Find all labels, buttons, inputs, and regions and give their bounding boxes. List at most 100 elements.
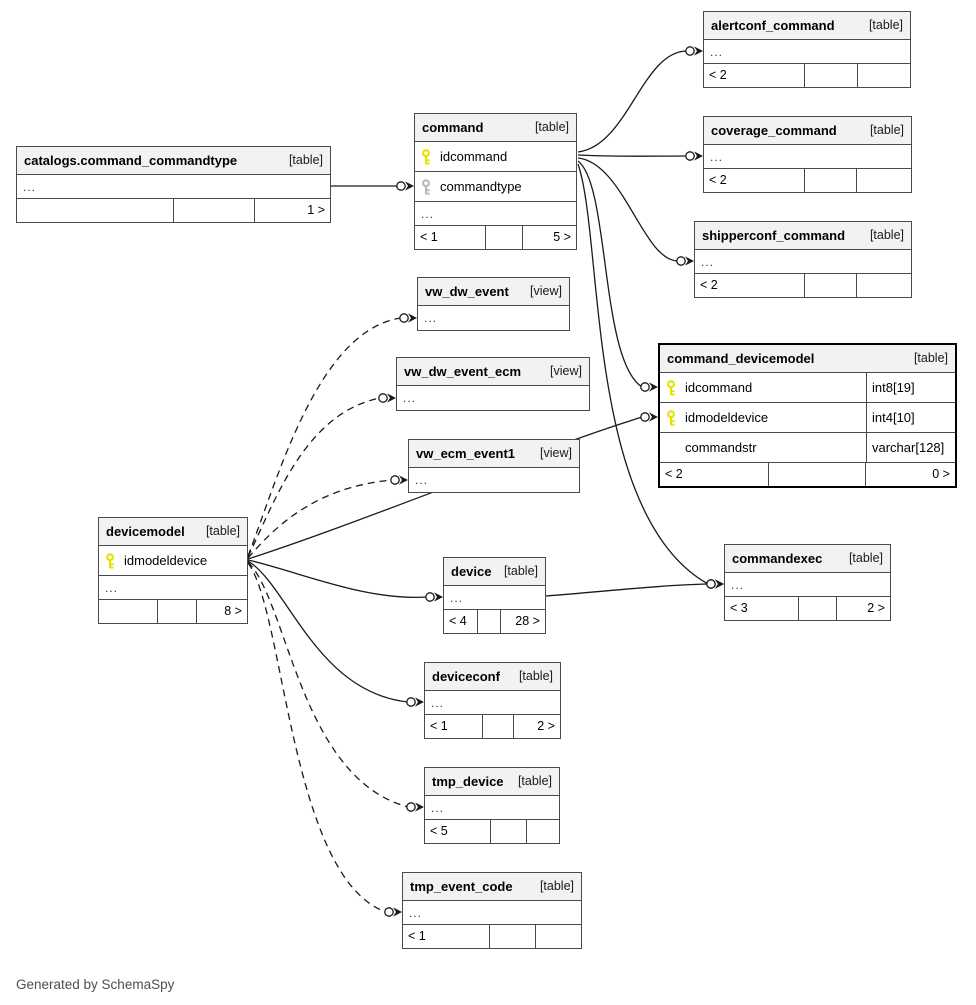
more-columns-ellipsis: ... xyxy=(704,145,911,169)
table-header: tmp_event_code[table] xyxy=(403,873,581,901)
table-node-vw_dw_event_ecm[interactable]: vw_dw_event_ecm[view]... xyxy=(396,357,590,411)
footer-cell: 2 > xyxy=(537,719,555,734)
table-header: command_devicemodel[table] xyxy=(660,345,955,373)
more-columns-ellipsis: ... xyxy=(704,40,910,64)
arrowhead-icon xyxy=(399,475,408,485)
table-header: vw_dw_event_ecm[view] xyxy=(397,358,589,386)
footer-cell xyxy=(805,64,859,87)
table-node-devicemodel[interactable]: devicemodel[table]idmodeldevice...8 > xyxy=(98,517,248,624)
cardinality-circle xyxy=(406,697,416,707)
more-columns-ellipsis: ... xyxy=(17,175,330,199)
footer-cell: 2 > xyxy=(867,601,885,616)
footer-cell: < 1 xyxy=(415,226,486,249)
table-footer: < 2 xyxy=(704,169,911,192)
table-footer: < 2 xyxy=(704,64,910,87)
table-name: tmp_event_code xyxy=(410,879,513,894)
footer-cell xyxy=(478,610,501,633)
arrowhead-icon xyxy=(393,907,402,917)
edge-command-to-shipperconf_command xyxy=(577,157,694,266)
primary-key-icon xyxy=(666,379,676,396)
table-footer: < 2 xyxy=(695,274,911,297)
table-node-vw_ecm_event1[interactable]: vw_ecm_event1[view]... xyxy=(408,439,580,493)
footer-cell: < 2 xyxy=(704,169,806,192)
relationship-line xyxy=(247,560,409,703)
column-name: commandstr xyxy=(685,440,757,455)
edge-command-to-command_devicemodel xyxy=(577,160,658,392)
edge-catalogs_command_commandtype-to-command xyxy=(331,181,414,191)
footer-cell xyxy=(17,199,174,222)
table-footer: 8 > xyxy=(99,600,247,623)
footer-cell xyxy=(769,463,867,486)
table-kind-badge: [view] xyxy=(550,364,582,379)
cardinality-circle xyxy=(685,46,695,56)
footer-cell: 1 > xyxy=(307,203,325,218)
table-kind-badge: [table] xyxy=(288,153,323,168)
table-kind-badge: [table] xyxy=(869,228,904,243)
more-columns-ellipsis: ... xyxy=(403,901,581,925)
edge-command-to-alertconf_command xyxy=(577,46,703,153)
arrowhead-icon xyxy=(387,393,396,403)
footer-cell xyxy=(858,64,910,87)
table-name: device xyxy=(451,564,492,579)
table-header: vw_dw_event[view] xyxy=(418,278,569,306)
relationship-line xyxy=(577,163,709,585)
footer-cell: 28 > xyxy=(515,614,540,629)
table-kind-badge: [table] xyxy=(503,564,538,579)
more-columns-ellipsis: ... xyxy=(725,573,890,597)
table-name: command_devicemodel xyxy=(667,351,815,366)
table-name: commandexec xyxy=(732,551,823,566)
table-header: catalogs.command_commandtype[table] xyxy=(17,147,330,175)
generator-note: Generated by SchemaSpy xyxy=(16,977,175,992)
table-header: command[table] xyxy=(415,114,576,142)
edge-devicemodel-to-device xyxy=(247,559,443,602)
column-name: idmodeldevice xyxy=(124,553,208,568)
arrowhead-icon xyxy=(415,802,424,812)
arrowhead-icon xyxy=(715,579,724,589)
footer-cell xyxy=(483,715,515,738)
relationship-line xyxy=(247,561,409,808)
cardinality-circle xyxy=(396,181,406,191)
table-node-vw_dw_event[interactable]: vw_dw_event[view]... xyxy=(417,277,570,331)
arrowhead-icon xyxy=(649,382,658,392)
table-node-alertconf_command[interactable]: alertconf_command[table]...< 2 xyxy=(703,11,911,88)
edge-devicemodel-to-tmp_device xyxy=(247,561,424,812)
relationship-line xyxy=(247,397,381,558)
relationship-line xyxy=(577,160,643,388)
table-kind-badge: [table] xyxy=(518,669,553,684)
table-name: deviceconf xyxy=(432,669,500,684)
more-columns-ellipsis: ... xyxy=(424,311,438,325)
relationship-line xyxy=(577,50,688,153)
table-node-tmp_event_code[interactable]: tmp_event_code[table]...< 1 xyxy=(402,872,582,949)
footer-cell xyxy=(857,274,911,297)
cardinality-circle xyxy=(676,256,686,266)
footer-cell xyxy=(805,169,858,192)
table-node-coverage_command[interactable]: coverage_command[table]...< 2 xyxy=(703,116,912,193)
table-node-catalogs_command_commandtype[interactable]: catalogs.command_commandtype[table]... 1 … xyxy=(16,146,331,223)
footer-cell: < 3 xyxy=(725,597,800,620)
footer-cell: < 2 xyxy=(695,274,806,297)
edge-devicemodel-to-deviceconf xyxy=(247,560,424,707)
table-node-tmp_device[interactable]: tmp_device[table]...< 5 xyxy=(424,767,560,844)
table-name: shipperconf_command xyxy=(702,228,846,243)
relationship-line xyxy=(577,157,679,262)
cardinality-circle xyxy=(425,592,435,602)
table-header: shipperconf_command [table] xyxy=(695,222,911,250)
cardinality-circle xyxy=(706,579,716,589)
column-row-idmodeldevice: idmodeldevice xyxy=(99,546,247,576)
table-kind-badge: [table] xyxy=(205,524,240,539)
table-node-shipperconf_command[interactable]: shipperconf_command[table]...< 2 xyxy=(694,221,912,298)
footer-cell: < 2 xyxy=(704,64,805,87)
relationship-line xyxy=(247,562,387,913)
table-name: vw_dw_event xyxy=(425,284,509,299)
cardinality-circle xyxy=(406,802,416,812)
edge-devicemodel-to-vw_dw_event xyxy=(247,313,417,557)
